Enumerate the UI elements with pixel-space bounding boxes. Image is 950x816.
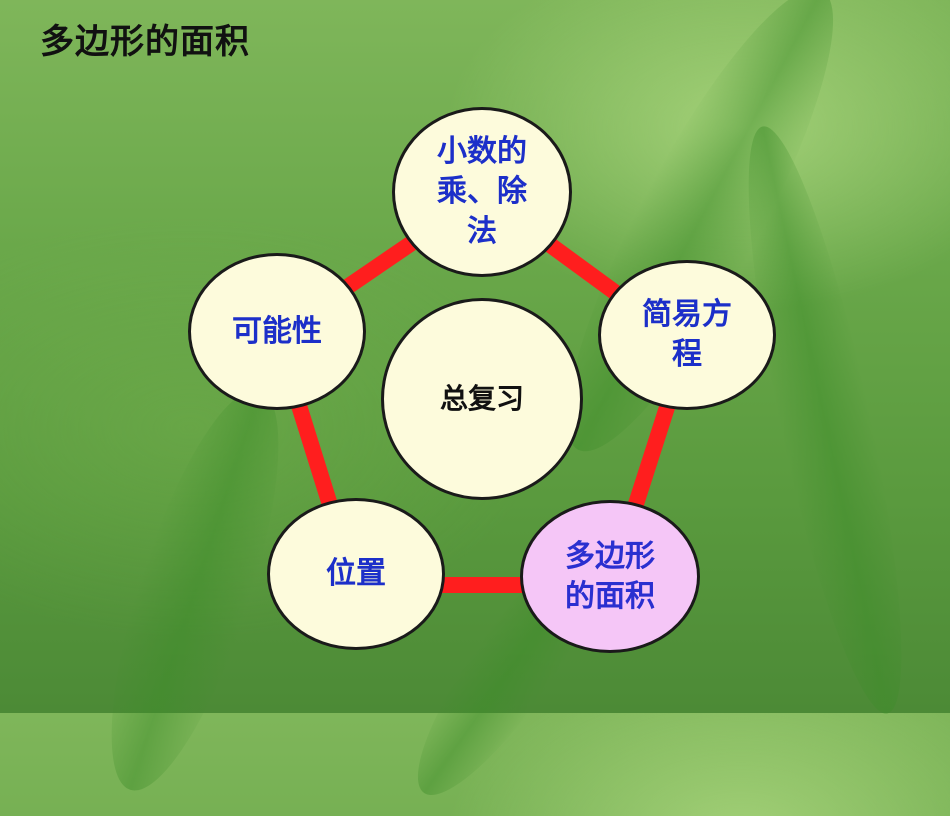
center-node-label: 总复习 <box>439 382 524 415</box>
node-polygon-area[interactable]: 多边形 的面积 <box>520 500 700 653</box>
node-equations[interactable]: 简易方 程 <box>598 260 776 410</box>
node-polygon-area-label: 多边形 的面积 <box>565 538 655 614</box>
slide-title: 多边形的面积 <box>40 22 250 62</box>
node-equations-label: 简易方 程 <box>642 297 732 372</box>
node-position-label: 位置 <box>326 556 386 591</box>
node-position[interactable]: 位置 <box>267 498 445 650</box>
node-decimals-label: 小数的 乘、除 法 <box>437 134 527 249</box>
node-decimals[interactable]: 小数的 乘、除 法 <box>392 107 572 277</box>
node-probability[interactable]: 可能性 <box>188 253 366 410</box>
node-probability-label: 可能性 <box>232 313 322 349</box>
center-node-review: 总复习 <box>381 298 583 500</box>
